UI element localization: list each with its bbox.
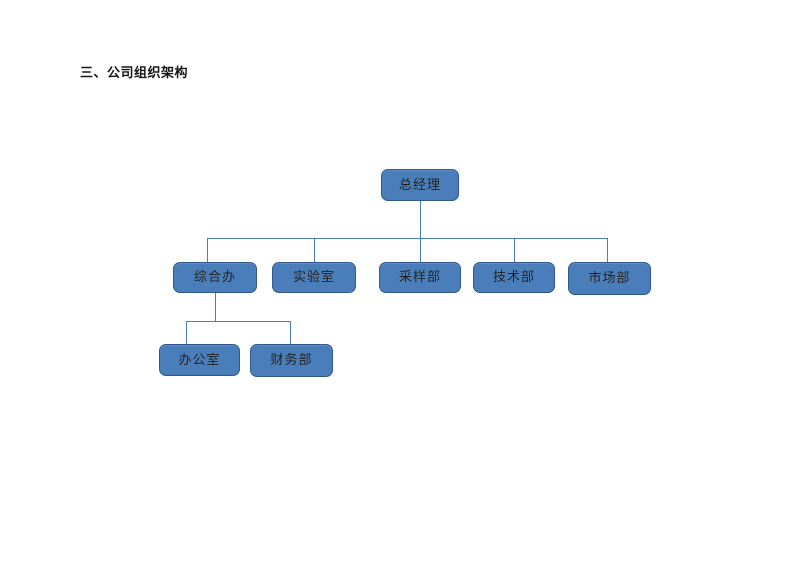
page-title: 三、公司组织架构 xyxy=(80,66,189,81)
org-node-office[interactable]: 办公室 xyxy=(159,344,240,376)
org-node-technical-department[interactable]: 技术部 xyxy=(473,262,555,293)
org-node-marketing-department[interactable]: 市场部 xyxy=(568,262,651,295)
org-node-sampling-department[interactable]: 采样部 xyxy=(379,262,461,293)
org-node-label: 采样部 xyxy=(398,270,441,285)
org-node-label: 技术部 xyxy=(492,270,535,285)
org-node-label: 综合办 xyxy=(193,270,236,285)
org-node-label: 办公室 xyxy=(178,352,221,368)
org-node-general-manager[interactable]: 总经理 xyxy=(381,169,459,201)
org-node-label: 实验室 xyxy=(292,270,335,285)
org-node-label: 市场部 xyxy=(588,271,631,286)
org-node-label: 财务部 xyxy=(270,353,313,368)
org-node-finance-department[interactable]: 财务部 xyxy=(250,344,333,377)
org-node-label: 总经理 xyxy=(398,177,441,193)
org-node-laboratory[interactable]: 实验室 xyxy=(272,262,356,293)
org-node-comprehensive-office[interactable]: 综合办 xyxy=(173,262,257,293)
